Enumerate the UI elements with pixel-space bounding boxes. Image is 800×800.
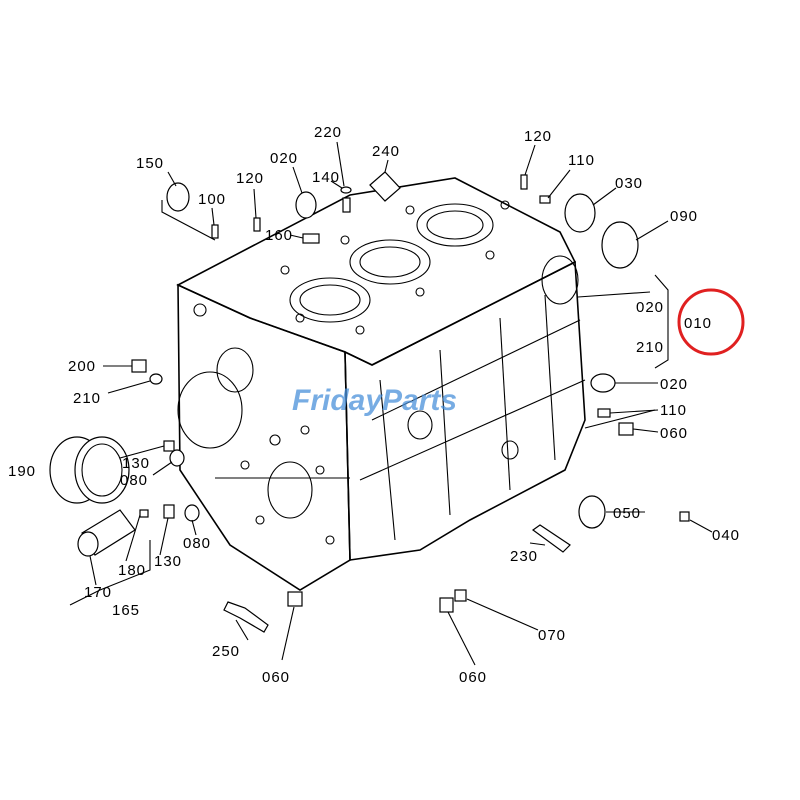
label-020-side[interactable]: 020 — [636, 299, 664, 316]
part-130-pin-lower[interactable] — [163, 504, 175, 519]
label-140[interactable]: 140 — [312, 169, 340, 186]
label-020-top[interactable]: 020 — [270, 150, 298, 167]
label-020-seal[interactable]: 020 — [660, 376, 688, 393]
label-080-lower[interactable]: 080 — [183, 535, 211, 552]
label-080-upper[interactable]: 080 — [120, 472, 148, 489]
part-210-washer[interactable] — [149, 373, 163, 385]
label-120-left[interactable]: 120 — [236, 170, 264, 187]
label-210[interactable]: 210 — [73, 390, 101, 407]
label-010: 010 — [684, 315, 712, 332]
part-240-gasket[interactable] — [369, 171, 401, 202]
label-150[interactable]: 150 — [136, 155, 164, 172]
leader-lines — [69, 141, 713, 666]
part-060-plug-bottom-left[interactable] — [287, 591, 303, 607]
watermark-logo: FridayParts — [292, 384, 457, 417]
label-210-side[interactable]: 210 — [636, 339, 664, 356]
label-170[interactable]: 170 — [84, 584, 112, 601]
label-220[interactable]: 220 — [314, 124, 342, 141]
part-170-bushing[interactable] — [77, 509, 136, 557]
part-070-plug[interactable] — [454, 589, 467, 602]
part-020-seal[interactable] — [590, 373, 616, 393]
part-250-sensor[interactable] — [223, 601, 269, 633]
label-060-side[interactable]: 060 — [660, 425, 688, 442]
part-200-plug[interactable] — [131, 359, 147, 373]
part-160-bolt[interactable] — [302, 233, 320, 244]
part-220-pin[interactable] — [342, 197, 351, 213]
label-090[interactable]: 090 — [670, 208, 698, 225]
part-030-plug[interactable] — [564, 193, 596, 233]
highlight-callout-010[interactable]: 010 — [677, 288, 745, 356]
label-130-lower[interactable]: 130 — [154, 553, 182, 570]
part-020-plug-top[interactable] — [295, 191, 317, 219]
part-140-ring[interactable] — [340, 186, 352, 194]
label-100[interactable]: 100 — [198, 191, 226, 208]
part-050-plug[interactable] — [578, 495, 606, 529]
label-160[interactable]: 160 — [265, 227, 293, 244]
part-060-plug-side[interactable] — [618, 422, 634, 436]
label-250[interactable]: 250 — [212, 643, 240, 660]
part-180-pin[interactable] — [139, 509, 149, 518]
part-150-plug[interactable] — [166, 182, 190, 212]
part-120-pin-right[interactable] — [520, 174, 528, 190]
label-110-side[interactable]: 110 — [660, 402, 687, 419]
label-070[interactable]: 070 — [538, 627, 566, 644]
label-130-upper[interactable]: 130 — [122, 455, 150, 472]
label-030[interactable]: 030 — [615, 175, 643, 192]
label-060-bottom-right[interactable]: 060 — [459, 669, 487, 686]
part-120-pin-left[interactable] — [253, 217, 261, 232]
label-180[interactable]: 180 — [118, 562, 146, 579]
part-110-pin-side[interactable] — [597, 408, 611, 418]
part-190-bearing[interactable] — [49, 436, 130, 504]
part-060-plug-bottom-right[interactable] — [439, 597, 454, 613]
part-040-plug[interactable] — [679, 511, 690, 522]
part-130-pin-upper[interactable] — [163, 440, 175, 452]
part-080-plug-upper[interactable] — [169, 449, 185, 467]
part-100-pin[interactable] — [211, 224, 219, 239]
label-190[interactable]: 190 — [8, 463, 36, 480]
label-040[interactable]: 040 — [712, 527, 740, 544]
label-240[interactable]: 240 — [372, 143, 400, 160]
label-230[interactable]: 230 — [510, 548, 538, 565]
cylinder-block — [176, 177, 586, 591]
label-200[interactable]: 200 — [68, 358, 96, 375]
part-labels: 150 100 120 020 220 140 240 160 120 110 … — [8, 124, 740, 686]
label-165[interactable]: 165 — [112, 602, 140, 619]
label-050[interactable]: 050 — [613, 505, 641, 522]
part-090-cover[interactable] — [601, 221, 639, 269]
label-120-right[interactable]: 120 — [524, 128, 552, 145]
label-110-top[interactable]: 110 — [568, 152, 595, 169]
part-080-plug-lower[interactable] — [184, 504, 200, 522]
part-110-pin-top[interactable] — [539, 195, 551, 204]
label-060-bottom-left[interactable]: 060 — [262, 669, 290, 686]
highlight-ring — [677, 288, 745, 356]
part-230-bolt[interactable] — [531, 524, 571, 553]
